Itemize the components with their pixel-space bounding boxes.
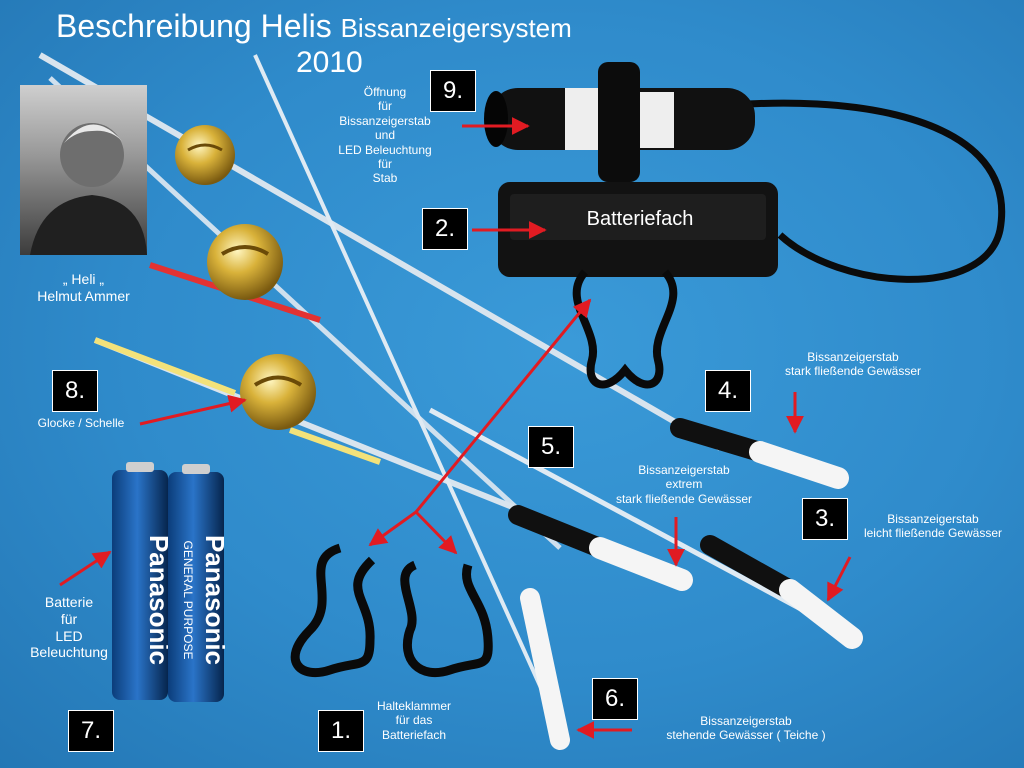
rod-3-sleeve: [700, 535, 800, 600]
rod-6-tip: [520, 588, 570, 750]
title-year: 2010: [296, 46, 363, 79]
bell-1: [175, 125, 235, 185]
bell-2: [207, 224, 283, 300]
label-bell: Glocke / Schelle: [37, 416, 125, 430]
number-badge-3: 3.: [802, 498, 848, 540]
clip-left: [290, 543, 376, 678]
rod-yellow-section: [93, 337, 237, 396]
label-battery: Batterie für LED Beleuchtung: [30, 594, 108, 661]
clip-right: [400, 560, 493, 678]
label-rod-standing: Bissanzeigerstab stehende Gewässer ( Tei…: [666, 714, 826, 743]
cable: [699, 99, 1006, 283]
mounted-clip: [572, 269, 678, 389]
svg-text:Panasonic: Panasonic: [200, 535, 230, 665]
number-badge-4: 4.: [705, 370, 751, 412]
rod-5-sleeve: [508, 505, 610, 558]
number-badge-5: 5.: [528, 426, 574, 468]
title-sub: Bissanzeigersystem: [340, 13, 572, 43]
battery-1: Panasonic: [112, 462, 174, 700]
rod-4-tip: [749, 441, 849, 489]
bell-3: [240, 354, 316, 430]
label-rod-light: Bissanzeigerstab leicht fließende Gewäss…: [863, 512, 1003, 541]
callout-arrows: [59, 117, 852, 739]
number-badge-6: 6.: [592, 678, 638, 720]
person-nickname: „ Heli „: [62, 271, 105, 287]
label-opening: Öffnung für Bissanzeigerstab und LED Bel…: [338, 85, 432, 186]
rod-vertical: [253, 54, 562, 731]
rod-3-tip: [779, 579, 863, 649]
page-title: Beschreibung Helis Bissanzeigersystem: [56, 8, 572, 45]
battery-2: Panasonic GENERAL PURPOSE: [168, 464, 230, 702]
rod-5-tip: [589, 537, 693, 591]
person-name: Helmut Ammer: [37, 287, 130, 304]
number-badge-9: 9.: [430, 70, 476, 112]
rod-4-sleeve: [670, 418, 770, 462]
label-rod-extreme: Bissanzeigerstab extrem stark fließende …: [615, 463, 753, 506]
number-badge-1: 1.: [318, 710, 364, 752]
label-battery-compartment: Batteriefach: [586, 208, 694, 230]
svg-text:GENERAL PURPOSE: GENERAL PURPOSE: [181, 541, 195, 660]
number-badge-2: 2.: [422, 208, 468, 250]
number-badge-7: 7.: [68, 710, 114, 752]
portrait-photo: [20, 85, 147, 255]
number-badge-8: 8.: [52, 370, 98, 412]
title-main: Beschreibung Helis: [56, 8, 341, 44]
label-rod-strong: Bissanzeigerstab stark fließende Gewässe…: [784, 350, 922, 379]
rod-shaft-3: [428, 407, 842, 633]
rod-yellow-section-2: [288, 427, 382, 465]
label-clips: Halteklammer für das Batteriefach: [376, 699, 451, 742]
led-housing: [484, 62, 755, 182]
